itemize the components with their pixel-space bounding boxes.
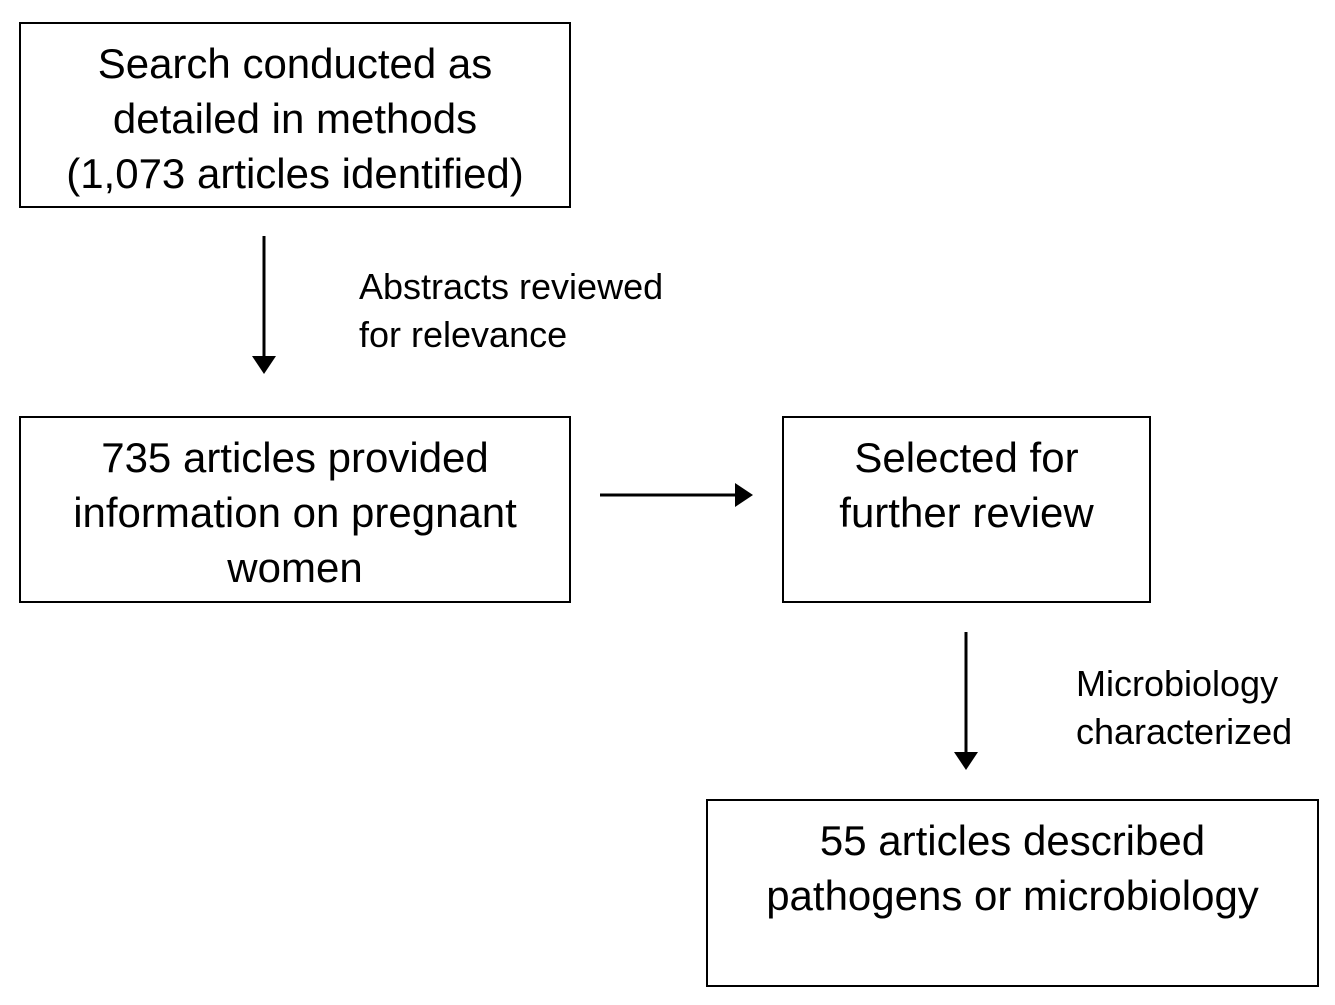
pathogens-box-line-1: 55 articles described xyxy=(819,817,1206,864)
pathogens-box-line-2: pathogens or microbiology xyxy=(766,872,1259,919)
abstracts-note-line-2: for relevance xyxy=(359,314,568,355)
search-box-line-2: detailed in methods xyxy=(112,95,478,142)
selected-review-box: Selected for further review xyxy=(782,416,1151,603)
abstracts-note-line-1: Abstracts reviewed xyxy=(359,266,664,307)
microbiology-note-line-2: characterized xyxy=(1076,711,1293,752)
selected-box-line-1: Selected for xyxy=(854,434,1079,481)
selected-box-line-2: further review xyxy=(839,489,1094,536)
microbiology-note-line-1: Microbiology xyxy=(1076,663,1279,704)
search-box-line-1: Search conducted as xyxy=(97,40,493,87)
pathogens-box: 55 articles described pathogens or micro… xyxy=(706,799,1319,987)
microbiology-characterized-note: Microbiology characterized xyxy=(1076,660,1292,756)
abstracts-reviewed-note: Abstracts reviewed for relevance xyxy=(359,263,663,359)
arrow-search-to-pregnant xyxy=(252,236,276,374)
search-box: Search conducted as detailed in methods … xyxy=(19,22,571,208)
arrow-pregnant-to-selected xyxy=(600,483,753,507)
arrow-selected-to-pathogens xyxy=(954,632,978,770)
search-box-line-3: (1,073 articles identified) xyxy=(66,150,524,197)
pregnant-women-box: 735 articles provided information on pre… xyxy=(19,416,571,603)
pregnant-box-line-2: information on pregnant xyxy=(73,489,517,536)
pregnant-box-line-1: 735 articles provided xyxy=(101,434,489,481)
pregnant-box-line-3: women xyxy=(227,544,363,591)
